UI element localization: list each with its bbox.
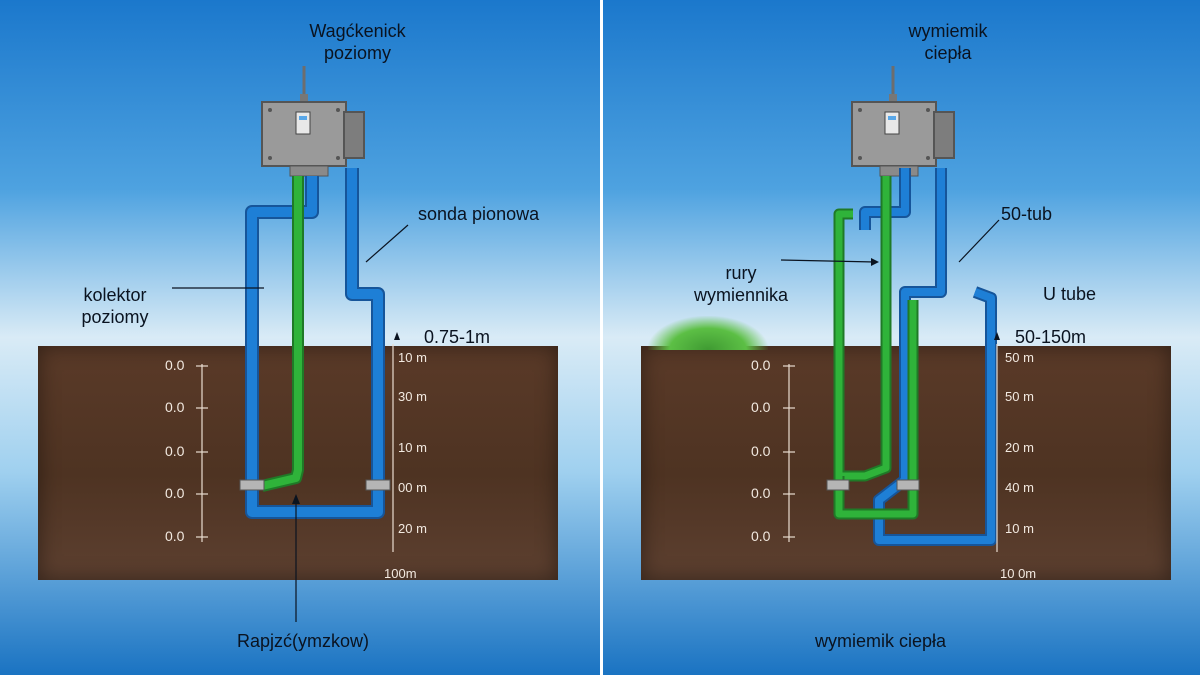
- scale-value: 0.0: [751, 357, 771, 373]
- depth-mark: 30 m: [398, 389, 427, 404]
- pipe-clamp-left: [826, 479, 850, 491]
- heat-pump-side-panel: [343, 111, 365, 159]
- tub-pointer: [958, 219, 1000, 263]
- bottom-pointer-arrowhead: [292, 494, 300, 504]
- scale-value: 0.0: [165, 485, 185, 501]
- label-rury: rury wymiennika: [681, 262, 801, 306]
- left-panel: Wagćkenick poziomy sonda pionowa kolekto…: [0, 0, 600, 675]
- pipe-clamp-left: [239, 479, 265, 491]
- depth-mark: 100m: [384, 566, 417, 581]
- left-scale-ticks: [196, 365, 208, 538]
- scale-value: 0.0: [751, 443, 771, 459]
- right-installation-drawing: [780, 66, 1000, 552]
- depth-mark: 00 m: [398, 480, 427, 495]
- right-title-line2: ciepła: [924, 43, 972, 63]
- depth-mark: 50 m: [1005, 389, 1034, 404]
- sonda-pointer: [365, 224, 409, 263]
- green-pipe-outline: [260, 176, 304, 492]
- blue-u-tube: [875, 168, 995, 544]
- right-panel: wymiemik ciepła 50-tub rury wymiennika U…: [603, 0, 1200, 675]
- pipe-clamp-right: [365, 479, 391, 491]
- left-title-line1: Wagćkenick: [309, 21, 406, 41]
- depth-mark: 50 m: [1005, 350, 1034, 365]
- right-title: wymiemik ciepła: [888, 20, 1008, 64]
- depth-mark: 10 m: [398, 350, 427, 365]
- label-50-tub: 50-tub: [1001, 204, 1053, 224]
- depth-mark: 10 0m: [1000, 566, 1037, 581]
- depth-mark: 40 m: [1005, 480, 1034, 495]
- left-title-line2: poziomy: [323, 43, 392, 63]
- scale-value: 0.0: [165, 399, 185, 415]
- antenna-base: [300, 94, 308, 104]
- rury-pointer-arrowhead: [871, 258, 879, 266]
- label-depth-top: 0.75-1m: [424, 327, 491, 347]
- label-u-tube: U tube: [1043, 284, 1097, 304]
- scale-value: 0.0: [165, 357, 185, 373]
- scale-value: 0.0: [751, 485, 771, 501]
- panel-divider: [600, 0, 603, 675]
- left-title: Wagćkenick poziomy: [270, 20, 445, 64]
- scale-value: 0.0: [751, 528, 771, 544]
- blue-pipe-outline: [245, 168, 385, 519]
- green-pipe: [261, 176, 302, 490]
- label-sonda-pionowa: sonda pionowa: [418, 204, 540, 224]
- unit-base: [289, 165, 329, 177]
- right-scale-ticks: [783, 365, 795, 538]
- label-rury-line1: rury: [725, 263, 757, 283]
- heat-pump-side-panel: [933, 111, 955, 159]
- pipe-clamp-right: [896, 479, 920, 491]
- antenna-base: [889, 94, 897, 104]
- grass-tuft: [648, 316, 768, 350]
- label-depth-top: 50-150m: [1015, 327, 1087, 347]
- depth-arrowhead: [994, 332, 1000, 340]
- control-panel: [884, 111, 900, 135]
- control-display: [888, 116, 896, 120]
- label-kolektor-line1: kolektor: [83, 285, 147, 305]
- depth-arrowhead: [394, 332, 400, 340]
- depth-mark: 20 m: [398, 521, 427, 536]
- scale-value: 0.0: [751, 399, 771, 415]
- scale-value: 0.0: [165, 443, 185, 459]
- label-rury-line2: wymiennika: [693, 285, 789, 305]
- right-title-line1: wymiemik: [908, 21, 988, 41]
- green-return-pipe: [835, 300, 917, 518]
- left-bottom-label: Rapjzć(ymzkow): [237, 631, 370, 651]
- right-bottom-label: wymiemik ciepła: [815, 631, 947, 651]
- label-kolektor-line2: poziomy: [81, 307, 149, 327]
- blue-pipe: [247, 168, 383, 517]
- scale-value: 0.0: [165, 528, 185, 544]
- depth-mark: 10 m: [1005, 521, 1034, 536]
- label-kolektor: kolektor poziomy: [60, 284, 170, 328]
- control-display: [299, 116, 307, 120]
- left-installation-drawing: [172, 66, 409, 622]
- control-panel: [295, 111, 311, 135]
- rury-pointer: [780, 259, 876, 263]
- depth-mark: 20 m: [1005, 440, 1034, 455]
- depth-mark: 10 m: [398, 440, 427, 455]
